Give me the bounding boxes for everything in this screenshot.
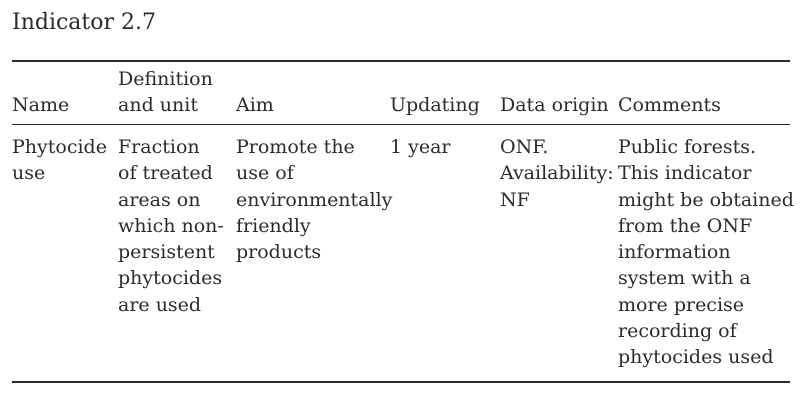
column-header-aim: Aim bbox=[236, 94, 274, 116]
column-header-definition: Definition and unit bbox=[118, 68, 213, 117]
table-header-rule bbox=[12, 124, 790, 125]
cell-definition: Fraction of treated areas on which non- … bbox=[118, 136, 224, 316]
table-bottom-rule bbox=[12, 381, 790, 383]
table-top-rule bbox=[12, 60, 790, 62]
cell-data-origin: ONF. Availability: NF bbox=[500, 136, 614, 211]
cell-comments: Public forests. This indicator might be … bbox=[618, 136, 794, 369]
cell-updating: 1 year bbox=[390, 136, 451, 158]
cell-name: Phytocide use bbox=[12, 136, 107, 185]
column-header-name: Name bbox=[12, 94, 70, 116]
column-header-data-origin: Data origin bbox=[500, 94, 609, 116]
column-header-updating: Updating bbox=[390, 94, 480, 116]
indicator-title: Indicator 2.7 bbox=[12, 10, 156, 35]
cell-aim: Promote the use of environmentally frien… bbox=[236, 136, 393, 264]
column-header-comments: Comments bbox=[618, 94, 721, 116]
